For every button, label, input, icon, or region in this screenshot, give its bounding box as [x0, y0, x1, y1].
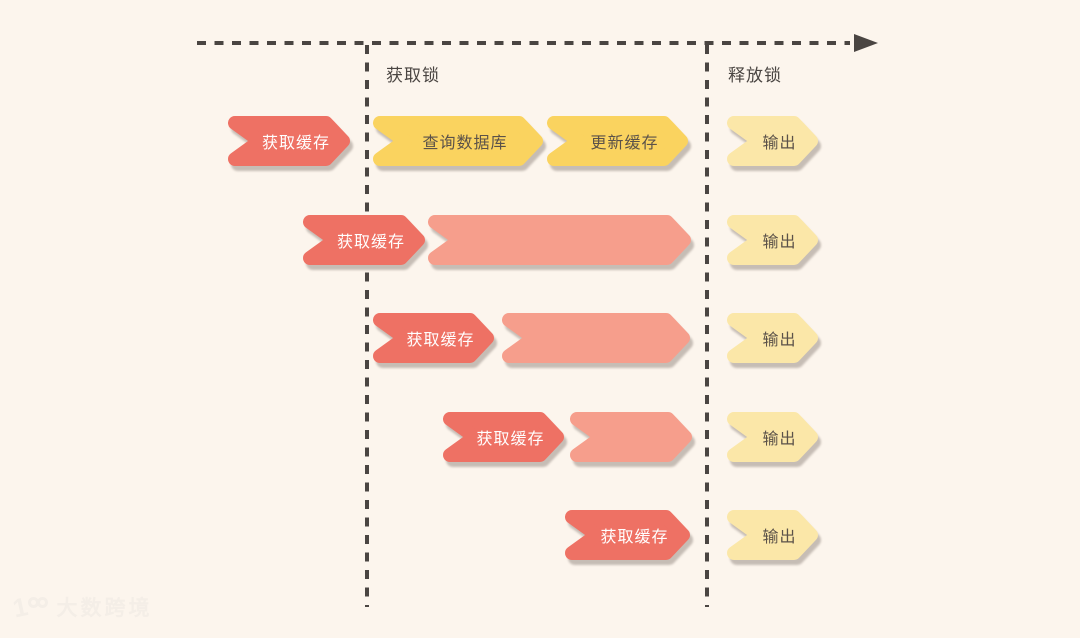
flow-step-chevron: 获取缓存 — [303, 215, 425, 265]
flow-step-label: 获取缓存 — [336, 234, 405, 251]
flow-step-label: 获取缓存 — [261, 135, 330, 152]
flow-step-chevron: 获取缓存 — [373, 313, 494, 363]
flow-step-chevron: 输出 — [727, 116, 818, 166]
watermark-100-logo: 1 — [10, 591, 49, 623]
flow-step-label: 输出 — [762, 234, 797, 251]
flow-step-chevron-blank — [428, 215, 691, 265]
release-lock-label: 释放锁 — [728, 66, 782, 85]
flow-step-chevron: 输出 — [727, 215, 818, 265]
flow-step-chevron: 获取缓存 — [565, 510, 690, 560]
flow-step-label: 输出 — [762, 135, 797, 152]
flow-step-label: 输出 — [762, 332, 797, 349]
flow-step-label: 获取缓存 — [406, 332, 475, 349]
flow-step-chevron: 输出 — [727, 412, 818, 462]
flow-step-label: 查询数据库 — [422, 135, 508, 152]
watermark-text: 大数跨境 — [56, 597, 153, 620]
flow-step-label: 输出 — [762, 431, 797, 448]
flow-step-label: 获取缓存 — [476, 431, 545, 448]
flow-step-label: 获取缓存 — [600, 529, 669, 546]
flow-step-chevron: 查询数据库 — [373, 116, 543, 166]
flow-step-chevron: 获取缓存 — [228, 116, 350, 166]
acquire-lock-label: 获取锁 — [386, 66, 440, 85]
flow-step-chevron: 更新缓存 — [547, 116, 688, 166]
flow-step-chevron: 输出 — [727, 313, 818, 363]
timeline-arrowhead — [854, 34, 878, 52]
flow-step-label: 输出 — [762, 529, 797, 546]
watermark: 1 大数跨境 — [10, 591, 153, 624]
flow-step-chevron: 获取缓存 — [443, 412, 564, 462]
flow-step-chevron-blank — [570, 412, 692, 462]
flow-step-label: 更新缓存 — [590, 135, 659, 152]
flow-step-chevron-blank — [502, 313, 690, 363]
flow-step-chevron: 输出 — [727, 510, 818, 560]
